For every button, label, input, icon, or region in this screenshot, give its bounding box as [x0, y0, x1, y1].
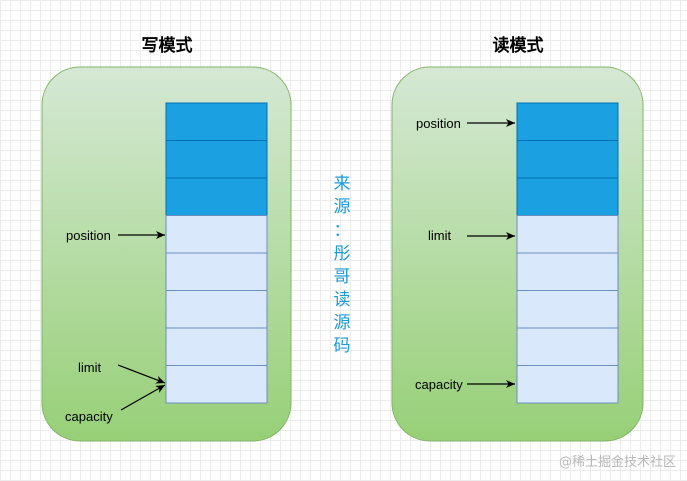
write-mode-title: 写模式	[142, 35, 193, 56]
source-note-char: 哥	[334, 267, 351, 287]
read-buffer-cells	[516, 102, 619, 404]
write-buffer-empty-cell	[165, 327, 268, 366]
source-note-char: 源	[334, 313, 351, 333]
write-limit-label: limit	[78, 360, 101, 375]
source-note-char: 码	[334, 336, 351, 356]
read-buffer-empty-cell	[516, 365, 619, 404]
read-buffer-empty-cell	[516, 215, 619, 254]
read-buffer-empty-cell	[516, 290, 619, 329]
write-buffer-empty-cell	[165, 365, 268, 404]
read-mode-title: 读模式	[493, 35, 544, 56]
write-limit-arrow	[117, 364, 166, 384]
read-buffer-empty-cell	[516, 327, 619, 366]
write-capacity-arrow	[120, 384, 166, 411]
write-buffer-cells	[165, 102, 268, 404]
watermark: @稀土掘金技术社区	[559, 454, 676, 470]
source-note: 来 源 ： 彤 哥 读 源 码	[334, 174, 351, 356]
write-buffer-filled-cell	[165, 102, 268, 141]
source-note-char: ：	[334, 221, 351, 241]
write-buffer-empty-cell	[165, 252, 268, 291]
write-buffer-empty-cell	[165, 290, 268, 329]
read-buffer-filled-cell	[516, 140, 619, 179]
write-buffer-filled-cell	[165, 140, 268, 179]
source-note-char: 源	[334, 197, 351, 217]
source-note-char: 来	[334, 174, 351, 194]
read-buffer-filled-cell	[516, 102, 619, 141]
read-buffer-filled-cell	[516, 177, 619, 216]
read-position-label: position	[416, 116, 461, 131]
read-capacity-label: capacity	[415, 377, 463, 392]
write-position-label: position	[66, 228, 111, 243]
read-buffer-empty-cell	[516, 252, 619, 291]
read-limit-label: limit	[428, 228, 451, 243]
source-note-char: 彤	[334, 244, 351, 264]
write-capacity-label: capacity	[65, 409, 113, 424]
write-buffer-empty-cell	[165, 215, 268, 254]
write-buffer-filled-cell	[165, 177, 268, 216]
source-note-char: 读	[334, 290, 351, 310]
